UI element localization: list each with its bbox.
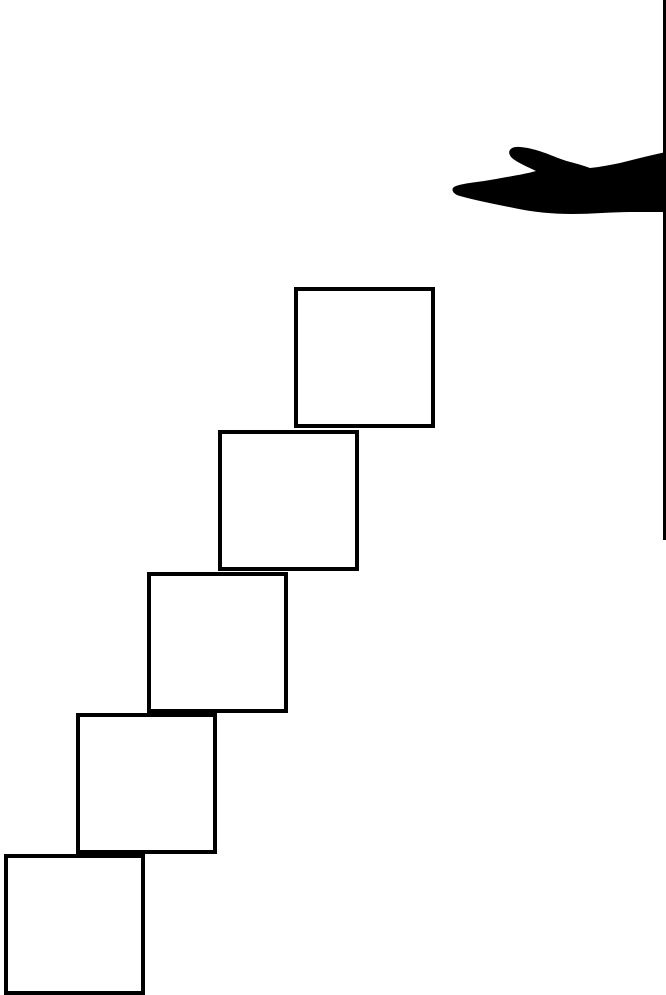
stair-box-1 xyxy=(4,854,145,995)
stair-box-5 xyxy=(294,287,435,428)
stair-box-2 xyxy=(76,713,217,854)
stair-box-4 xyxy=(218,430,359,571)
reaching-hand-icon xyxy=(440,130,666,230)
stair-box-3 xyxy=(147,572,288,713)
